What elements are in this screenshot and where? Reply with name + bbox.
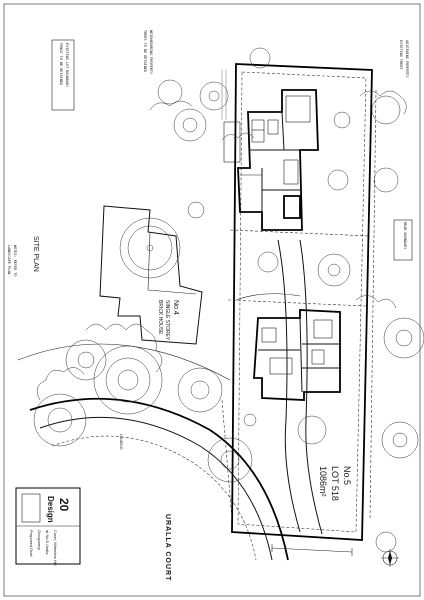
- neighbour-number-label: No.4: [172, 300, 179, 315]
- lot-number-label: No.5: [342, 466, 352, 485]
- design-number: 20: [57, 498, 71, 512]
- svg-text:TREES TO BE RETAINED: TREES TO BE RETAINED: [142, 30, 146, 72]
- drawing-border: [3, 3, 421, 597]
- svg-text:ADJOINING PROPERTY: ADJOINING PROPERTY: [404, 40, 408, 79]
- lot-boundary: [227, 63, 373, 541]
- lot-area-label: 1086m²: [318, 466, 328, 497]
- svg-text:LANDSCAPE PLAN: LANDSCAPE PLAN: [6, 245, 10, 274]
- svg-text:EXISTING TREES: EXISTING TREES: [398, 40, 402, 69]
- project-line-1: Proposed Dual: [29, 530, 34, 557]
- project-line-2: Occupancy: [37, 530, 42, 550]
- dwelling-upper: [223, 89, 319, 231]
- driveway: [235, 239, 323, 535]
- svg-text:FENCE TO BE RETAINED: FENCE TO BE RETAINED: [58, 43, 62, 85]
- svg-text:EXISTING LOT BOUNDARY: EXISTING LOT BOUNDARY: [64, 43, 68, 88]
- lot-id-label: LOT 518: [330, 466, 340, 501]
- trees: [33, 47, 424, 553]
- title-block: Design 20 Proposed Dual Occupancy at No.…: [15, 487, 81, 566]
- svg-text:NOTES: REFER TO: NOTES: REFER TO: [12, 245, 16, 277]
- side-notes: EXISTING LOT BOUNDARY FENCE TO BE RETAIN…: [6, 30, 413, 277]
- design-title: Design: [46, 496, 55, 523]
- project-line-4: Court, Wheelers Hill: [53, 530, 58, 566]
- neighbour-house: [99, 205, 203, 345]
- svg-text:REAR BOUNDARY: REAR BOUNDARY: [402, 222, 406, 250]
- project-line-3: at No.5 Uralla: [45, 530, 50, 555]
- neighbour-desc2-label: BRICK HOUSE: [157, 300, 163, 335]
- street-name-label: URALLA COURT: [164, 514, 171, 581]
- dwelling-lower: [253, 309, 341, 401]
- site-plan-title: SITE PLAN: [32, 236, 39, 272]
- svg-text:NEIGHBOURING PROPERTY: NEIGHBOURING PROPERTY: [148, 30, 152, 75]
- dimension-strip: [271, 544, 353, 556]
- fence-lines: [221, 70, 377, 521]
- landing-label: LANDING: [119, 434, 123, 450]
- north-arrow-icon: [381, 549, 399, 567]
- neighbour-desc-label: SINGLE STOREY: [164, 300, 170, 341]
